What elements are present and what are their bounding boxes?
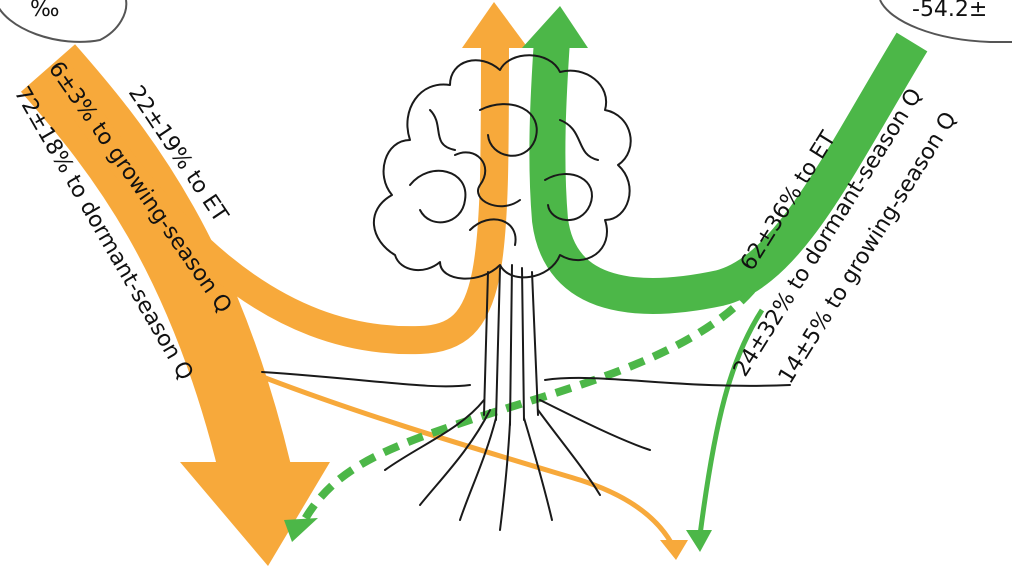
- orange-dormant-q-arrowhead: [180, 462, 330, 566]
- green-growing-q-line: [697, 308, 765, 536]
- orange-growing-q-arrowhead: [660, 540, 688, 560]
- left-corner-badge: ‰: [0, 0, 128, 43]
- right-badge-text: -54.2±: [912, 0, 987, 22]
- orange-et-arrowhead: [462, 2, 528, 48]
- left-badge-text: ‰: [30, 0, 60, 22]
- green-growing-q-arrowhead: [686, 530, 712, 552]
- green-et-arrowhead: [522, 6, 588, 48]
- tree-canopy: [373, 54, 632, 280]
- growing-season-flows: [284, 6, 928, 552]
- green-dormant-q-dashed: [296, 287, 755, 530]
- tree-roots: [261, 371, 791, 531]
- tree-trunk: [483, 264, 539, 426]
- green-dormant-q-arrowhead: [284, 518, 318, 542]
- orange-et-band: [46, 39, 509, 355]
- dormant-season-flows: [20, 2, 688, 566]
- green-et-band: [529, 32, 928, 314]
- tree-illustration: [261, 54, 791, 531]
- right-corner-badge: -54.2±: [879, 0, 1012, 43]
- orange-growing-q-line: [249, 369, 677, 550]
